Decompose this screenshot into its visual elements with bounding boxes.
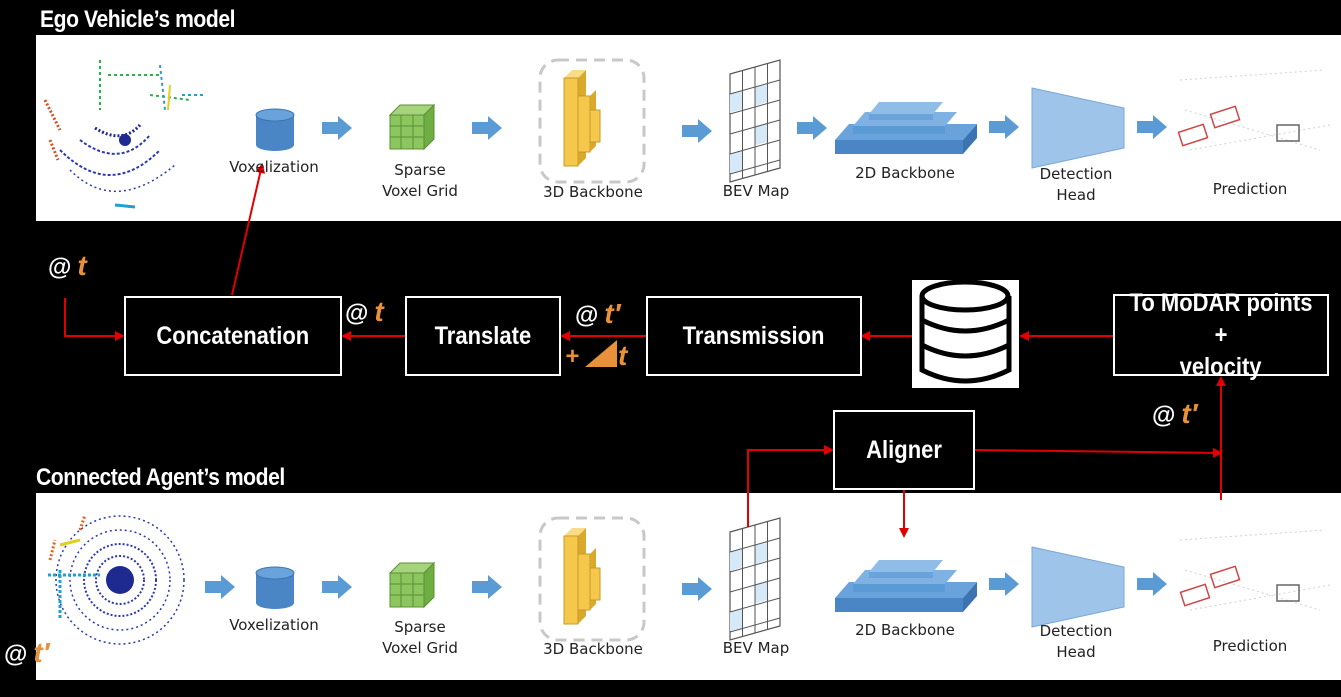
agent-point-cloud-icon bbox=[48, 514, 185, 645]
transmission-time-stamp: @t′ bbox=[575, 298, 621, 329]
agent-prediction-label: Prediction bbox=[1212, 637, 1288, 655]
translate-label: Translate bbox=[434, 322, 532, 350]
agent-backbone-3d-icon bbox=[538, 516, 646, 642]
aligner-time-stamp: @t′ bbox=[1152, 398, 1198, 429]
ego-prediction-scene-icon bbox=[1177, 69, 1331, 151]
ego-detection-label-2: Head bbox=[1056, 186, 1096, 204]
concatenation-box: Concatenation bbox=[124, 296, 342, 376]
delta-triangle-icon bbox=[585, 340, 617, 367]
modar-box: To MoDAR points + velocity bbox=[1113, 289, 1329, 381]
modar-label-2: velocity bbox=[1180, 353, 1262, 381]
agent-backbone-2d-icon bbox=[835, 560, 977, 612]
ego-backbone3d-label: 3D Backbone bbox=[543, 183, 643, 201]
ego-detection-head-icon bbox=[1031, 87, 1125, 169]
delta-plus: + bbox=[565, 343, 580, 370]
agent-voxel-grid-icon bbox=[389, 562, 435, 608]
agent-detection-label-2: Head bbox=[1056, 643, 1096, 661]
ego-backbone-2d-icon bbox=[835, 102, 977, 154]
ego-model-title: Ego Vehicle’s model bbox=[40, 6, 236, 33]
agent-time-stamp: @t′ bbox=[4, 637, 50, 668]
concatenation-label: Concatenation bbox=[156, 322, 310, 350]
concat-time-stamp: @t bbox=[345, 296, 384, 327]
agent-sparse-label-2: Voxel Grid bbox=[382, 639, 458, 657]
ego-sparse-label-1: Sparse bbox=[394, 161, 446, 179]
agent-detection-label-1: Detection bbox=[1039, 622, 1113, 640]
ego-backbone2d-label: 2D Backbone bbox=[855, 164, 955, 182]
ego-bev-label: BEV Map bbox=[722, 182, 790, 200]
aligner-label: Aligner bbox=[866, 436, 942, 464]
delta-t: t bbox=[618, 340, 628, 371]
agent-model-title: Connected Agent’s model bbox=[36, 464, 285, 491]
agent-voxelization-label: Voxelization bbox=[229, 616, 319, 634]
ego-detection-label-1: Detection bbox=[1039, 165, 1113, 183]
agent-sparse-label-1: Sparse bbox=[394, 618, 446, 636]
agent-voxelization-icon bbox=[255, 566, 295, 610]
modar-label-1: To MoDAR points + bbox=[1129, 289, 1313, 349]
aligner-box: Aligner bbox=[833, 410, 975, 490]
transmission-label: Transmission bbox=[683, 322, 825, 350]
agent-bev-label: BEV Map bbox=[722, 639, 790, 657]
ego-voxel-grid-icon bbox=[389, 104, 435, 150]
agent-backbone3d-label: 3D Backbone bbox=[543, 640, 643, 658]
agent-bev-grid-icon bbox=[729, 517, 781, 641]
ego-voxelization-label: Voxelization bbox=[229, 158, 319, 176]
ego-sparse-label-2: Voxel Grid bbox=[382, 182, 458, 200]
ego-prediction-label: Prediction bbox=[1212, 180, 1288, 198]
ego-point-cloud-icon bbox=[43, 60, 205, 209]
ego-bev-grid-icon bbox=[729, 59, 781, 183]
agent-prediction-scene-icon bbox=[1179, 529, 1331, 611]
agent-backbone2d-label: 2D Backbone bbox=[855, 621, 955, 639]
translate-box: Translate bbox=[405, 296, 561, 376]
ego-time-stamp: @t bbox=[48, 250, 87, 281]
ego-backbone-3d-icon bbox=[538, 58, 646, 184]
ego-voxelization-icon bbox=[255, 108, 295, 152]
transmission-box: Transmission bbox=[646, 296, 862, 376]
agent-detection-head-icon bbox=[1031, 546, 1125, 628]
database-icon bbox=[912, 279, 1019, 388]
